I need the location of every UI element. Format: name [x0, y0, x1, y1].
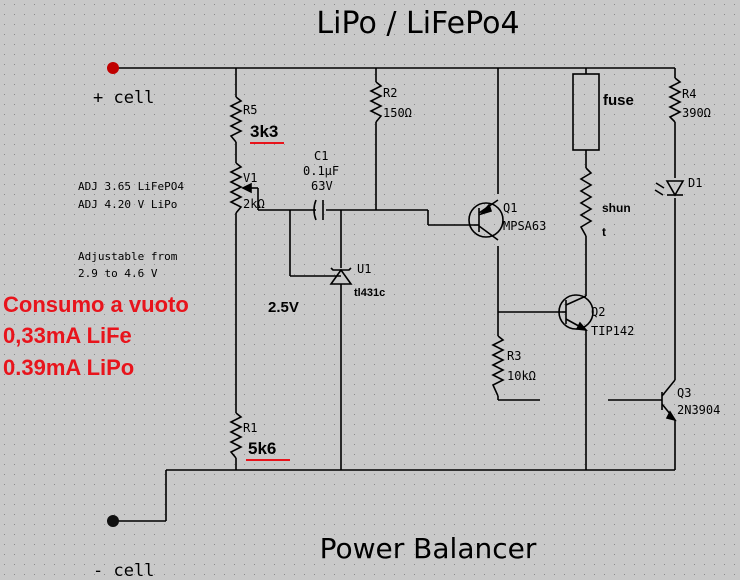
q1-ref: Q1: [503, 201, 517, 215]
plus-terminal-node: [107, 62, 119, 74]
v1-wiper-arrow: [241, 182, 252, 194]
r5-value: 3k3: [250, 122, 278, 141]
note-adj-lipo: ADJ 4.20 V LiPo: [78, 198, 177, 211]
q3-transistor: [661, 379, 677, 422]
d1-ref: D1: [688, 176, 702, 190]
c1-value: 0.1µF: [303, 164, 339, 178]
r1-ref: R1: [243, 421, 257, 435]
r4-value: 390Ω: [682, 106, 711, 120]
v1-ref: V1: [243, 171, 257, 185]
c1-voltage: 63V: [311, 179, 333, 193]
r3-resistor: [491, 335, 505, 397]
v1-potentiometer: [229, 162, 243, 214]
u1-value: tl431c: [354, 287, 385, 299]
consumption-lipo: 0.39mA LiPo: [3, 355, 134, 380]
wires: [113, 67, 676, 522]
fuse-symbol: [572, 73, 600, 151]
r5-ref: R5: [243, 103, 257, 117]
diagram-title: LiPo / LiFePo4: [316, 6, 519, 41]
consumption-title: Consumo a vuoto: [3, 292, 189, 317]
note-adjustable-from: Adjustable from: [78, 250, 178, 263]
r1-value: 5k6: [248, 439, 276, 458]
consumption-life: 0,33mA LiFe: [3, 323, 132, 348]
r3-value: 10kΩ: [507, 369, 536, 383]
r1-resistor: [229, 412, 243, 459]
note-adj-lifepo4: ADJ 3.65 LiFePO4: [78, 180, 184, 193]
plus-terminal-label: + cell: [93, 88, 154, 108]
note-adjustable-range: 2.9 to 4.6 V: [78, 267, 158, 280]
r3-ref: R3: [507, 349, 521, 363]
shunt-label-1: shun: [602, 201, 631, 215]
shunt-label-2: t: [602, 225, 606, 239]
c1-ref: C1: [314, 149, 328, 163]
c1-capacitor: [313, 199, 324, 221]
d1-led: [654, 180, 685, 197]
q2-transistor: [558, 294, 594, 332]
fuse-label: fuse: [603, 92, 634, 109]
r5-resistor: [229, 96, 243, 143]
q3-value: 2N3904: [677, 403, 720, 417]
r2-ref: R2: [383, 86, 397, 100]
q1-value: MPSA63: [503, 219, 546, 233]
r4-ref: R4: [682, 87, 696, 101]
minus-terminal-label: - cell: [93, 561, 154, 580]
minus-terminal-node: [107, 515, 119, 527]
r2-resistor: [369, 81, 383, 123]
q2-value: TIP142: [591, 324, 634, 338]
q3-ref: Q3: [677, 386, 691, 400]
diagram-footer: Power Balancer: [320, 532, 537, 565]
vref-label: 2.5V: [268, 299, 299, 316]
v1-value: 2kΩ: [243, 197, 265, 211]
u1-ref: U1: [357, 262, 371, 276]
q2-ref: Q2: [591, 305, 605, 319]
shunt-resistor: [579, 167, 593, 237]
u1-tl431: [329, 267, 353, 285]
r4-resistor: [668, 77, 682, 123]
q1-transistor: [468, 199, 504, 241]
r2-value: 150Ω: [383, 106, 412, 120]
